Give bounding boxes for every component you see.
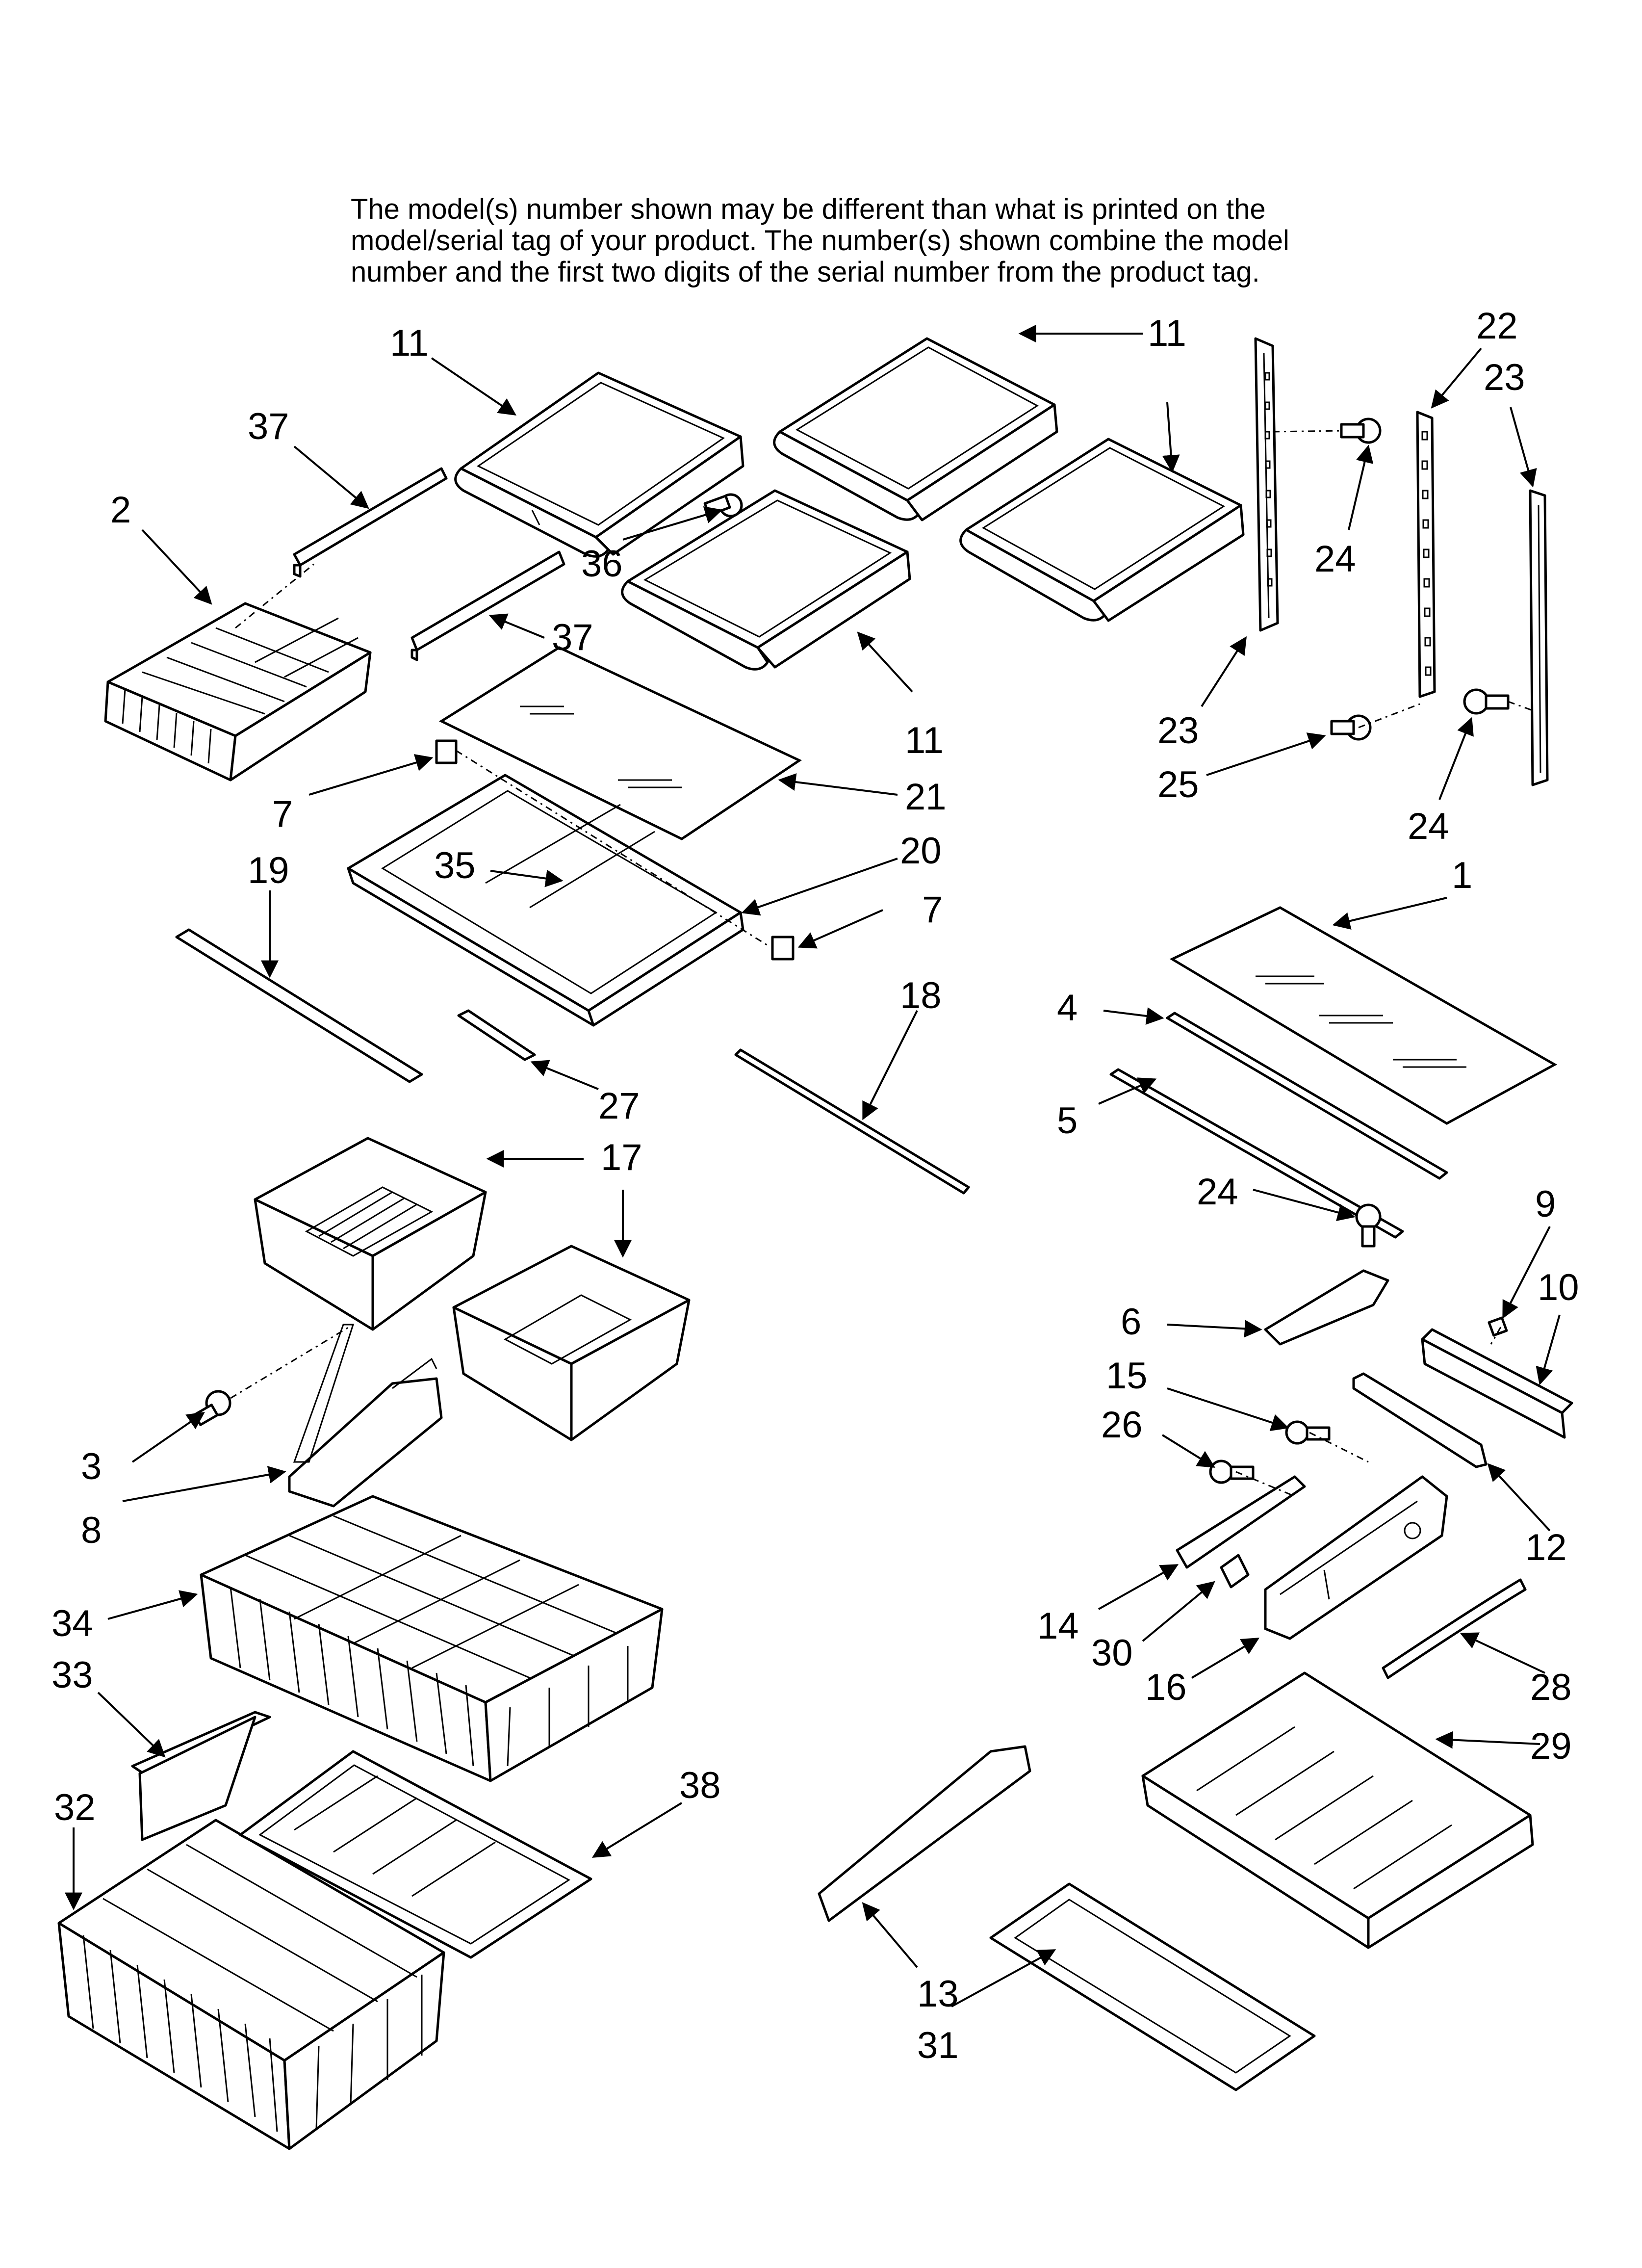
callout-11: 11	[1148, 313, 1186, 354]
callout-32: 32	[54, 1787, 96, 1828]
callout-26: 26	[1101, 1404, 1143, 1446]
part-2-wire-basket	[104, 602, 372, 782]
part-26-screw	[1209, 1460, 1255, 1484]
part-17-crisper-lower	[452, 1245, 691, 1441]
callout-29: 29	[1530, 1725, 1572, 1767]
note-line-3: number and the first two digits of the s…	[351, 256, 1260, 288]
part-37-rail-lower	[410, 550, 565, 661]
callout-16: 16	[1145, 1667, 1187, 1708]
callout-18: 18	[900, 975, 942, 1017]
callout-25: 25	[1157, 764, 1199, 806]
part-24-screw-bracket	[1355, 1203, 1382, 1248]
note-line-1: The model(s) number shown may be differe…	[351, 193, 1266, 225]
part-11-shelf-middle	[621, 489, 911, 671]
part-31-cover	[989, 1882, 1316, 2091]
part-38-tray	[239, 1750, 592, 1959]
part-36-screw	[703, 493, 743, 518]
part-10-rail	[1421, 1328, 1573, 1439]
part-3-screw	[193, 1390, 231, 1426]
part-29-pan	[1141, 1671, 1534, 1949]
part-1-glass-shelf	[1169, 906, 1558, 1125]
part-21-glass-shelf	[438, 646, 802, 840]
part-4-strip	[1166, 1012, 1448, 1180]
assembly-lines	[230, 430, 1536, 1497]
part-22-standard-center	[1416, 411, 1436, 698]
callout-37: 37	[552, 617, 593, 658]
part-11-shelf-upper-left	[454, 371, 744, 558]
part-12-rod	[1352, 1372, 1488, 1468]
callout-11: 11	[390, 322, 429, 364]
callout-23: 23	[1484, 357, 1525, 398]
callout-2: 2	[110, 489, 131, 531]
part-8-divider	[288, 1324, 443, 1508]
callout-15: 15	[1106, 1355, 1148, 1397]
part-16-bracket	[1264, 1475, 1448, 1640]
callout-9: 9	[1535, 1183, 1556, 1225]
callout-1: 1	[1452, 855, 1472, 896]
callout-24: 24	[1197, 1171, 1238, 1213]
callout-14: 14	[1037, 1605, 1079, 1647]
callout-35: 35	[434, 845, 476, 886]
callout-5: 5	[1057, 1100, 1078, 1142]
part-19-trim	[175, 928, 423, 1083]
part-25-screw	[1330, 714, 1372, 741]
callout-37: 37	[248, 406, 289, 447]
part-7-clip-right	[771, 936, 795, 961]
callout-27: 27	[598, 1085, 640, 1127]
part-28-handle	[1382, 1578, 1527, 1679]
part-18-strip	[734, 1048, 970, 1195]
part-7-clip-left	[435, 739, 458, 764]
callout-20: 20	[900, 830, 942, 872]
callout-38: 38	[679, 1765, 721, 1806]
callout-11: 11	[905, 720, 944, 761]
callout-22: 22	[1476, 305, 1518, 347]
model-number-note: The model(s) number shown may be differe…	[351, 194, 1332, 288]
part-15-screw	[1285, 1420, 1331, 1445]
note-line-2: model/serial tag of your product. The nu…	[351, 225, 1289, 257]
callout-7: 7	[922, 889, 943, 931]
callout-28: 28	[1530, 1667, 1572, 1708]
callout-3: 3	[81, 1446, 102, 1487]
callout-24: 24	[1408, 806, 1449, 847]
part-32-wire-basket	[57, 1819, 445, 2150]
part-14-slide	[1176, 1475, 1306, 1569]
part-5-strip	[1109, 1068, 1404, 1239]
part-13-cover	[818, 1745, 1031, 1922]
part-6-bracket	[1264, 1269, 1389, 1346]
callout-23: 23	[1157, 710, 1199, 752]
callout-21: 21	[905, 776, 947, 818]
callout-13: 13	[917, 1973, 959, 2015]
part-24-screw-lower	[1463, 688, 1510, 715]
callout-24: 24	[1314, 538, 1356, 580]
part-11-shelf-upper-right	[773, 337, 1058, 521]
part-37-rail-upper	[293, 467, 448, 578]
part-24-screw-top	[1340, 417, 1382, 444]
callout-12: 12	[1525, 1527, 1567, 1568]
callout-36: 36	[581, 543, 623, 585]
leader-arrows	[65, 325, 1561, 2007]
callout-7: 7	[272, 793, 293, 835]
part-34-wire-basket	[200, 1495, 664, 1782]
callout-6: 6	[1121, 1301, 1141, 1343]
part-9-clip	[1488, 1316, 1508, 1337]
callout-17: 17	[601, 1137, 642, 1178]
part-27-bracket	[457, 1009, 536, 1061]
part-20-shelf-frame	[347, 774, 744, 1027]
callout-30: 30	[1091, 1632, 1133, 1674]
part-30-clip	[1220, 1554, 1250, 1589]
callout-4: 4	[1057, 987, 1078, 1029]
callout-31: 31	[917, 2025, 959, 2066]
callout-8: 8	[81, 1510, 102, 1551]
part-11-shelf-right	[959, 438, 1245, 622]
part-23-standard-right	[1529, 489, 1549, 786]
callout-labels: 11 11 11 37 37 2 36 22 23 23 24 24 24 25…	[51, 305, 1579, 2066]
callout-10: 10	[1538, 1267, 1579, 1308]
callout-33: 33	[51, 1654, 93, 1696]
part-33-divider	[131, 1711, 271, 1841]
part-23-standard-left	[1254, 337, 1279, 632]
callout-19: 19	[248, 850, 289, 891]
callout-34: 34	[51, 1603, 93, 1644]
part-17-crisper-upper	[254, 1137, 487, 1331]
